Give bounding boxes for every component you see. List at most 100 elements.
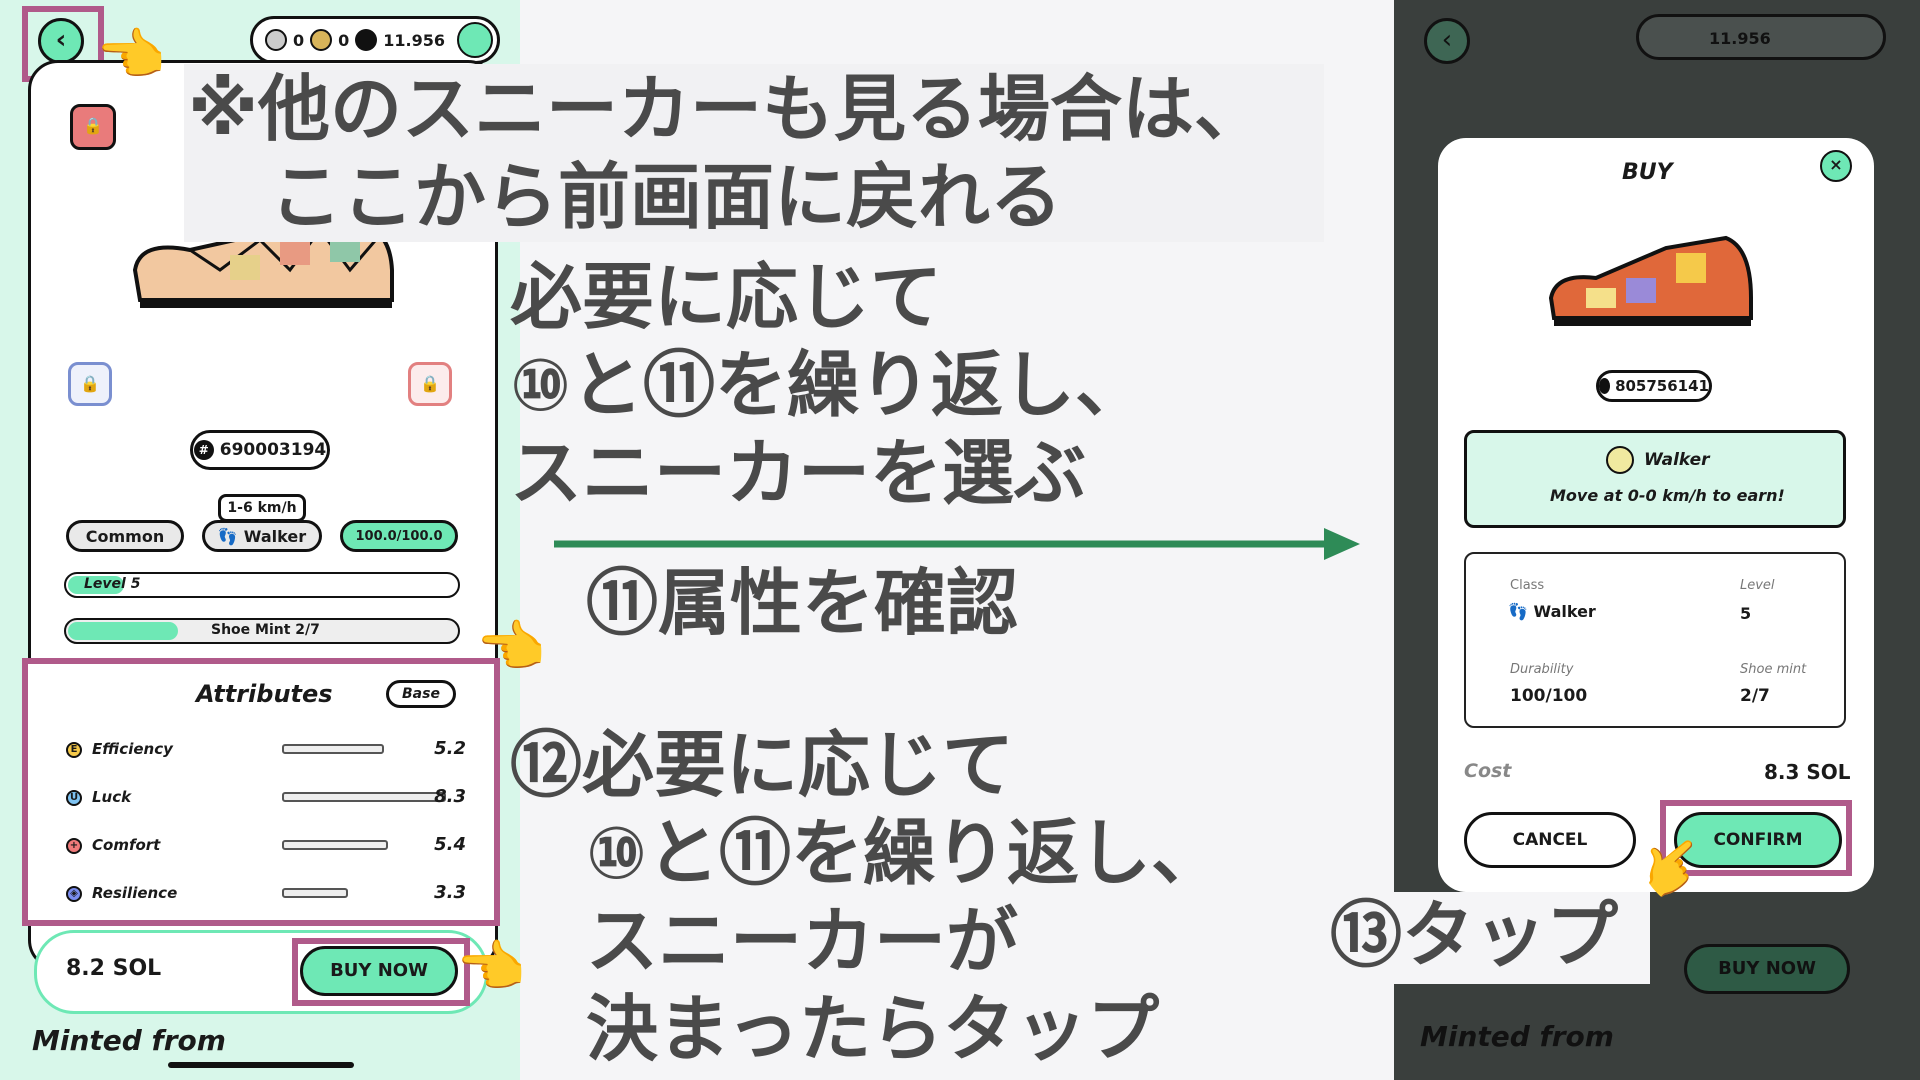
- class-name: Walker: [1644, 450, 1710, 470]
- efficiency-icon: E: [66, 742, 82, 758]
- hash-icon: #: [193, 440, 214, 460]
- wallet-bar-dimmed: 11.956: [1636, 14, 1886, 60]
- sol-icon: [355, 29, 378, 51]
- attr-value: 8.3: [434, 786, 466, 807]
- buy-now-button[interactable]: BUY NOW: [300, 946, 458, 996]
- attr-luck: U Luck 8.3: [66, 786, 466, 816]
- shoe-mint-stat-label: Shoe mint: [1740, 662, 1807, 677]
- attr-value: 5.2: [434, 738, 466, 759]
- hash-icon: [1599, 378, 1611, 394]
- level-label: Level 5: [84, 576, 141, 592]
- sol-balance: 11.956: [383, 30, 446, 50]
- back-button-dimmed: ‹: [1424, 18, 1470, 64]
- minted-from-label: Minted from: [32, 1024, 226, 1057]
- step11-label: ⑪属性を確認: [586, 561, 1019, 645]
- step10-line1: 必要に応じて: [510, 255, 943, 339]
- luck-icon: U: [66, 790, 82, 806]
- durability-badge: 100.0/100.0: [340, 520, 458, 552]
- home-indicator: [168, 1062, 354, 1068]
- minted-from-dimmed: Minted from: [1420, 1020, 1614, 1053]
- gmt-balance: 0: [338, 30, 350, 50]
- class-info-card: [1464, 430, 1846, 528]
- level-stat-value: 5: [1740, 604, 1752, 623]
- foot-icon: 👣: [217, 526, 238, 546]
- step13-backdrop: [1326, 892, 1650, 984]
- modal-sneaker-id-badge: 805756141: [1596, 370, 1712, 402]
- attr-label: Luck: [92, 788, 132, 806]
- back-note-line2: ここから前画面に戻れる: [270, 155, 1063, 239]
- step12-line2: ⑩と⑪を繰り返し、: [586, 811, 1223, 895]
- wallet-bar: 0 0 11.956: [250, 16, 500, 64]
- gst-balance: 0: [293, 30, 305, 50]
- foot-icon: 👣: [1508, 602, 1534, 621]
- socket-icon-left[interactable]: 🔒: [68, 362, 112, 406]
- rarity-badge: Common: [66, 520, 184, 552]
- walker-icon: [1606, 446, 1634, 474]
- attr-label: Comfort: [92, 836, 161, 854]
- shoe-mint-label: Shoe Mint 2/7: [211, 622, 320, 638]
- price-label: 8.2 SOL: [66, 956, 162, 981]
- buy-now-button-dimmed: BUY NOW: [1684, 944, 1850, 994]
- attr-bar: [282, 744, 384, 754]
- shoe-mint-fill: [68, 622, 178, 640]
- attr-bar: [282, 840, 388, 850]
- class-stat-value: 👣 Walker: [1508, 602, 1596, 621]
- stats-box: [1464, 552, 1846, 728]
- step10-line2: ⑩と⑪を繰り返し、: [510, 343, 1147, 427]
- level-bar: Level 5: [64, 572, 460, 598]
- class-stat-label: Class: [1510, 578, 1545, 593]
- step13-label: ⑬タップ: [1330, 893, 1619, 977]
- confirm-button[interactable]: CONFIRM: [1674, 812, 1842, 868]
- back-note-backdrop: [184, 64, 1324, 242]
- pointing-hand-icon-attributes: 👉: [478, 615, 548, 680]
- class-badge: 👣Walker: [202, 520, 322, 552]
- attr-comfort: + Comfort 5.4: [66, 834, 466, 864]
- cost-label: Cost: [1464, 760, 1512, 782]
- buy-now-highlight: [292, 938, 470, 1006]
- back-note-line1: ※他のスニーカーも見る場合は、: [188, 67, 1266, 151]
- shoe-mint-bar: Shoe Mint 2/7: [64, 618, 460, 644]
- base-toggle[interactable]: Base: [386, 680, 456, 708]
- comfort-icon: +: [66, 838, 82, 854]
- attr-bar: [282, 888, 348, 898]
- back-button[interactable]: ‹: [38, 18, 84, 64]
- resilience-icon: ◈: [66, 886, 82, 902]
- level-stat-label: Level: [1740, 578, 1775, 593]
- step12-line1: ⑫必要に応じて: [510, 723, 1015, 807]
- step10-line3: スニーカーを選ぶ: [510, 431, 1087, 515]
- attr-efficiency: E Efficiency 5.2: [66, 738, 466, 768]
- cancel-button[interactable]: CANCEL: [1464, 812, 1636, 868]
- attr-label: Resilience: [92, 884, 178, 902]
- class-stat-text: Walker: [1533, 602, 1596, 621]
- class-description: Move at 0-0 km/h to earn!: [1550, 486, 1785, 505]
- gmt-icon: [310, 29, 333, 51]
- attr-bar: [282, 792, 446, 802]
- confirm-highlight: [1660, 800, 1852, 876]
- class-label: Walker: [243, 526, 307, 546]
- wallet-icon[interactable]: [457, 22, 494, 58]
- durability-stat-label: Durability: [1510, 662, 1574, 677]
- shoe-mint-stat-value: 2/7: [1740, 686, 1770, 706]
- step12-line4: 決まったらタップ: [586, 987, 1160, 1071]
- attributes-highlight: [22, 658, 500, 926]
- cost-value: 8.3 SOL: [1764, 760, 1851, 784]
- step12-line3: スニーカーが: [586, 899, 1019, 983]
- close-icon[interactable]: ×: [1820, 150, 1852, 182]
- attr-label: Efficiency: [92, 740, 173, 758]
- gst-icon: [265, 29, 287, 51]
- durability-stat-value: 100/100: [1510, 686, 1588, 706]
- speed-badge: 1-6 km/h: [218, 494, 306, 522]
- modal-title: BUY: [1622, 160, 1673, 185]
- sneaker-id-badge: # 690003194: [190, 430, 330, 470]
- sneaker-id: 690003194: [219, 440, 327, 460]
- level-fill: [68, 576, 124, 594]
- attr-value: 5.4: [434, 834, 466, 855]
- flow-arrow: [554, 526, 1362, 562]
- lock-icon-top-left[interactable]: 🔒: [70, 104, 116, 150]
- pointing-hand-icon-buy: 👉: [458, 935, 528, 1000]
- attr-resilience: ◈ Resilience 3.3: [66, 882, 466, 912]
- pointing-hand-icon-back: 👉: [98, 23, 168, 88]
- attributes-title: Attributes: [196, 680, 333, 708]
- modal-sneaker-id: 805756141: [1615, 377, 1709, 395]
- socket-icon-right[interactable]: 🔒: [408, 362, 452, 406]
